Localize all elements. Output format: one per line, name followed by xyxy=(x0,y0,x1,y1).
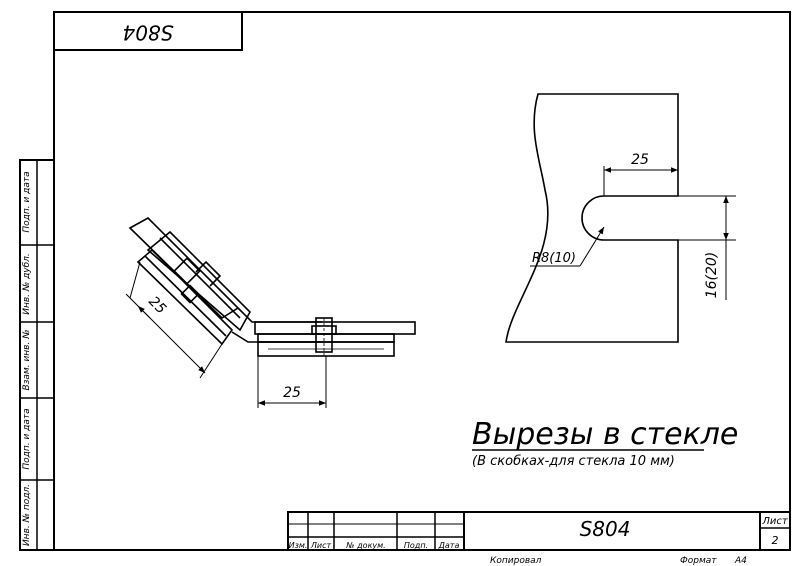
dim-hinge-flat: 25 xyxy=(257,356,327,408)
title-main: Вырезы в стекле xyxy=(472,417,738,452)
glass-cutout-drawing xyxy=(505,93,736,343)
dim-hinge-angled: 25 xyxy=(125,261,223,379)
dim-cutout-radius-label: R8(10) xyxy=(532,251,576,266)
dim-cutout-width: 25 xyxy=(604,152,678,173)
copied-by: Копировал xyxy=(490,556,542,566)
mirrored-code: S804 xyxy=(123,21,174,45)
side-label-4: Подп. и дата xyxy=(22,408,32,469)
side-label-2: Инв. № дубл. xyxy=(22,253,32,315)
dim-cutout-width-label: 25 xyxy=(631,152,649,168)
format-value: A4 xyxy=(734,556,747,566)
sheet-number: 2 xyxy=(772,534,779,547)
side-label-3: Взам. инв. № xyxy=(22,329,32,390)
col-izm: Изм. xyxy=(289,541,308,550)
col-sign: Подп. xyxy=(404,541,428,550)
col-date: Дата xyxy=(438,541,460,550)
side-strip: Подп. и дата Инв. № дубл. Взам. инв. № П… xyxy=(19,159,55,551)
drawing-title: Вырезы в стекле (В скобках-для стекла 10… xyxy=(472,417,738,469)
col-list: Лист xyxy=(310,541,332,550)
side-label-5: Инв. № подл. xyxy=(22,484,32,546)
dim-hinge-flat-label: 25 xyxy=(283,385,301,401)
dim-hinge-angled-label: 25 xyxy=(145,294,169,318)
title-note: (В скобках-для стекла 10 мм) xyxy=(472,454,675,469)
hinge-drawing xyxy=(128,217,416,357)
sheet-label: Лист xyxy=(761,516,789,527)
col-doc: № докум. xyxy=(345,541,385,550)
stamp-code: S804 xyxy=(580,517,631,541)
title-block: Изм. Лист № докум. Подп. Дата S804 Лист … xyxy=(287,511,791,566)
sheet-frame xyxy=(53,11,791,551)
dim-cutout-height-label: 16(20) xyxy=(704,252,720,299)
format-label: Формат xyxy=(680,556,717,566)
dim-cutout-height: 16(20) xyxy=(704,196,729,300)
top-code-box: S804 xyxy=(53,11,243,51)
dim-cutout-radius: R8(10) xyxy=(530,226,605,267)
side-label-1: Подп. и дата xyxy=(22,171,32,232)
